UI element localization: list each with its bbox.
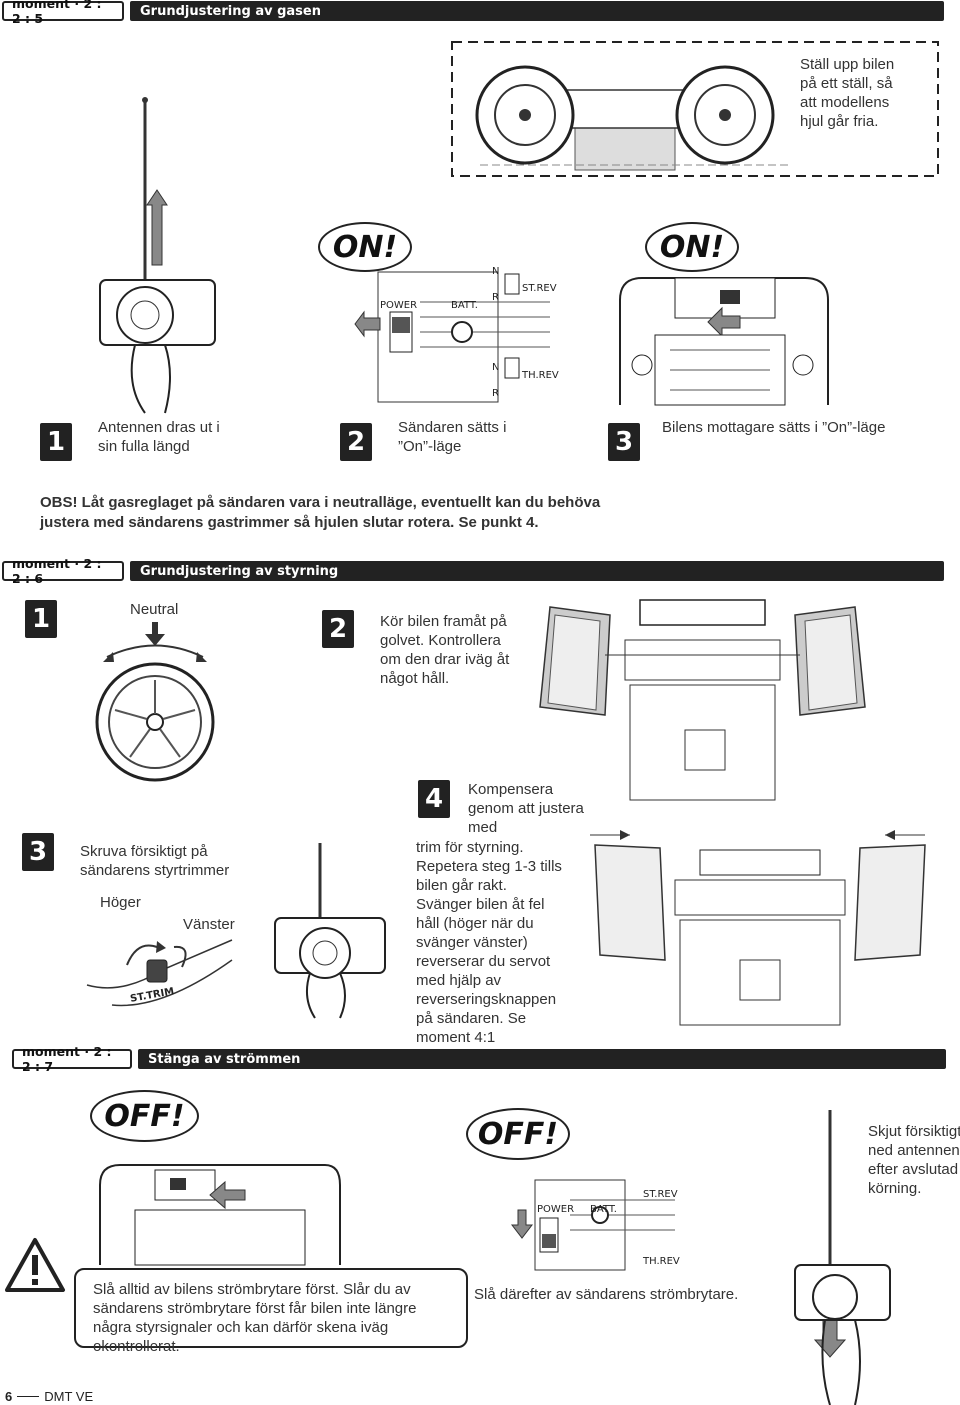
step-2-text: Sändaren sätts i ”On”-läge (398, 419, 507, 455)
obs-note: OBS! Låt gasreglaget på sändaren vara i … (40, 494, 601, 531)
batt-label: BATT. (451, 300, 478, 311)
section-title: Grundjustering av gasen (130, 1, 944, 21)
off-bubble-2: OFF! (466, 1108, 570, 1160)
footer-product: DMT VE (44, 1389, 94, 1404)
moment-tag: moment · 2 : 2 : 7 (12, 1044, 132, 1074)
step-2-number: 2 (340, 423, 372, 461)
neutral-label: Neutral (130, 601, 179, 618)
n-label-bottom: N (492, 362, 500, 373)
receiver-switch-illustration (619, 277, 829, 406)
off-label-2: OFF! (477, 1116, 559, 1152)
section-title: Stänga av strömmen (138, 1049, 946, 1069)
warning-icon (5, 1238, 65, 1292)
n-label-top: N (492, 266, 500, 277)
step-1-text: Antennen dras ut i sin fulla längd (98, 419, 220, 455)
transmitter-trim-illustration (274, 843, 386, 1019)
step-1-number: 1 (40, 423, 72, 461)
neutral-wheel-illustration (95, 622, 215, 782)
st-rev-label-off: ST.REV (643, 1189, 678, 1200)
on-bubble-1: ON! (318, 222, 412, 272)
section-header-throttle: moment · 2 : 2 : 5 Grundjustering av gas… (2, 0, 944, 26)
chassis-steering-top-illustration (539, 599, 866, 801)
left-label: Vänster (183, 916, 235, 933)
section-header-power-off: moment · 2 : 2 : 7 Stänga av strömmen (12, 1044, 946, 1074)
step-1-number: 1 (25, 600, 57, 638)
th-rev-label: TH.REV (522, 370, 559, 381)
step-4-text: trim för styrning. Repetera steg 1-3 til… (416, 839, 562, 1046)
off-label-1: OFF! (104, 1098, 185, 1134)
step-3-text: Bilens mottagare sätts i ”On”-läge (662, 419, 886, 436)
transmitter-off-switch-illustration (510, 1179, 675, 1271)
warning-box (74, 1268, 468, 1348)
step-3-number: 3 (22, 833, 54, 871)
steering-trim-knob-illustration (86, 939, 233, 1007)
step-2-text: Kör bilen framåt på golvet. Kontrollera … (380, 613, 510, 687)
section-header-steering: moment · 2 : 2 : 6 Grundjustering av sty… (2, 556, 944, 586)
section-title: Grundjustering av styrning (130, 561, 944, 581)
transmitter-antenna-down-illustration (794, 1110, 891, 1405)
step-2-number: 2 (322, 610, 354, 648)
chassis-steering-bottom-illustration (590, 830, 926, 1026)
transmitter-antenna-illustration (99, 97, 216, 414)
moment-tag: moment · 2 : 2 : 6 (2, 556, 124, 586)
antenna-note: Skjut försiktigt ned antennen efter avsl… (868, 1123, 960, 1197)
power-label-off: POWER (537, 1204, 575, 1215)
r-label-bottom: R (492, 388, 499, 399)
receiver-off-illustration (99, 1164, 341, 1266)
transmitter-power-switch-illustration (354, 271, 550, 403)
stand-note: Ställ upp bilen på ett ställ, så att mod… (800, 56, 895, 130)
step-4-text-top: Kompensera genom att justera med (468, 781, 584, 836)
footer-rule (17, 1396, 40, 1397)
on-bubble-2: ON! (645, 222, 739, 272)
power-label: POWER (380, 300, 418, 311)
on-label-1: ON! (332, 229, 398, 265)
off-bubble-1: OFF! (90, 1090, 199, 1142)
on-label-2: ON! (659, 229, 725, 265)
batt-label-off: BATT. (590, 1204, 617, 1215)
step-3-text: Skruva försiktigt på sändarens styrtrimm… (80, 843, 230, 879)
moment-tag: moment · 2 : 2 : 5 (2, 0, 124, 26)
step-4-number: 4 (418, 780, 450, 818)
th-rev-label-off: TH.REV (643, 1256, 680, 1267)
page-number: 6 (5, 1389, 13, 1404)
warning-text: Slå alltid av bilens strömbrytare först.… (93, 1281, 417, 1355)
footer: 6 DMT VE (5, 1389, 93, 1404)
right-label: Höger (100, 894, 141, 911)
transmitter-off-note: Slå därefter av sändarens strömbrytare. (474, 1286, 739, 1303)
car-on-stand-illustration (451, 41, 939, 177)
step-3-number: 3 (608, 423, 640, 461)
r-label-top: R (492, 292, 499, 303)
st-rev-label: ST.REV (522, 283, 557, 294)
